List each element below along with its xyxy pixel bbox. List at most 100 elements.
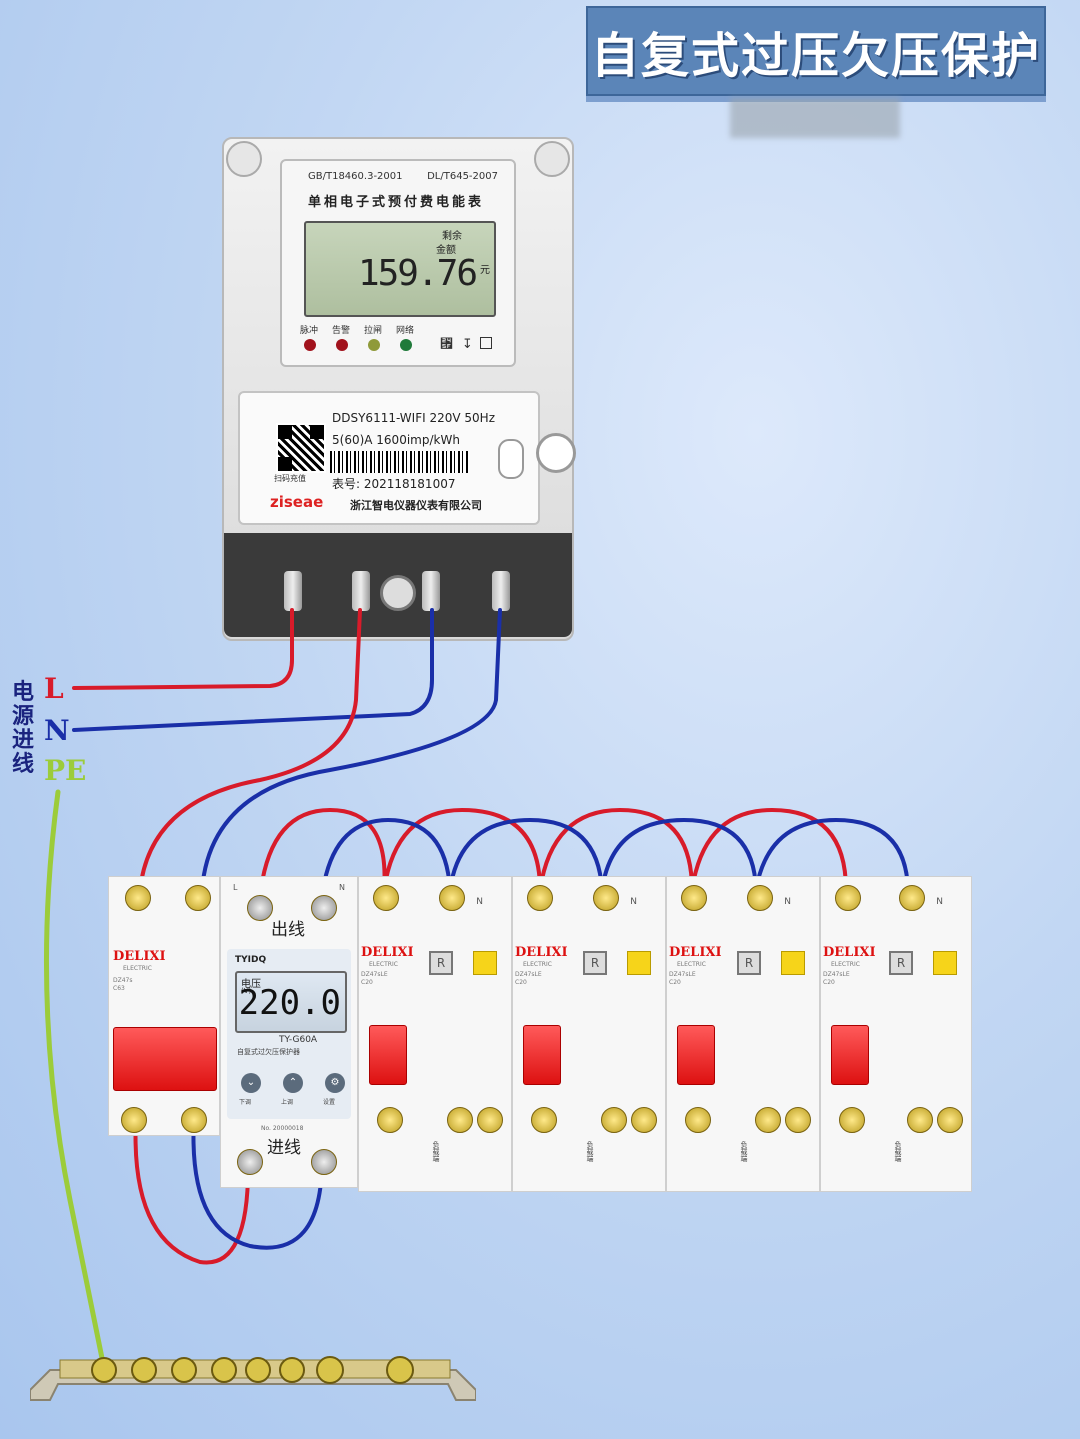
up-button[interactable]: ⌃: [283, 1073, 303, 1093]
led-label-trip: 拉闸: [364, 326, 383, 336]
meter-lcd: 剩余 金额 159.76 元: [304, 221, 496, 317]
rcbo-test-button[interactable]: R: [889, 951, 913, 975]
terminal-screw-icon: [631, 1107, 657, 1133]
protector-panel: TYIDQ 电压 (V) 220.0 TY-G60A 自复式过欠压保护器 ⌄ ⌃…: [227, 949, 351, 1119]
protector-lcd-unit: (V): [241, 987, 252, 995]
protector-top-n: N: [339, 883, 345, 892]
terminal-screw-icon: [593, 885, 619, 911]
network-led-icon: [400, 339, 412, 351]
meter-nameplate: 扫码充值 DDSY6111-WIFI 220V 50Hz 5(60)A 1600…: [238, 391, 540, 525]
barcode-icon: [330, 451, 470, 473]
rcbo-indicator: [781, 951, 805, 975]
meter-neutral-out-wire: [200, 608, 502, 892]
rcbo-model: DZ47sLE: [669, 971, 696, 978]
rcbo-lever[interactable]: [523, 1025, 561, 1085]
rcbo-test-button[interactable]: R: [737, 951, 761, 975]
terminal-screw-icon: [477, 1107, 503, 1133]
protector-desc: 自复式过欠压保护器: [237, 1048, 300, 1056]
led-label-network: 网络: [396, 326, 415, 336]
protector-brand: TYIDQ: [235, 955, 267, 965]
rcbo-sub: ELECTRIC: [523, 961, 552, 968]
title-banner: 自复式过压欠压保护: [586, 6, 1046, 96]
label-char: 线: [12, 751, 35, 777]
terminal-screw-icon: [937, 1107, 963, 1133]
seal-screw-icon: [380, 575, 416, 611]
protector-reading: 220.0: [238, 983, 341, 1023]
terminal-screw-icon: [747, 885, 773, 911]
meter-face: GB/T18460.3-2001 DL/T645-2007 单相电子式预付费电能…: [280, 159, 516, 367]
protector-top-l: L: [233, 883, 238, 892]
lcd-label-remaining: 剩余: [442, 231, 462, 242]
terminal-screw-icon: [531, 1107, 557, 1133]
rcbo-indicator: [933, 951, 957, 975]
terminal-screw-icon: [237, 1149, 263, 1175]
terminal-screw-icon: [839, 1107, 865, 1133]
main-to-protector-neutral: [191, 1116, 324, 1250]
terminal-screw-icon: [681, 885, 707, 911]
settings-button[interactable]: ⚙: [325, 1073, 345, 1093]
main-breaker-brand: DELIXI: [113, 949, 166, 964]
led-label-pulse: 脉冲: [300, 326, 319, 336]
rcbo-model: DZ47sLE: [361, 971, 388, 978]
meter-current: 5(60)A 1600imp/kWh: [332, 433, 460, 447]
rcbo-load-label: 负载端: [432, 1141, 440, 1162]
rcbo-test-button[interactable]: R: [583, 951, 607, 975]
key-icon: ⑟: [440, 337, 453, 352]
meter-brand: ziseae: [270, 493, 324, 511]
rcbo-lever[interactable]: [831, 1025, 869, 1085]
terminal-screw-icon: [121, 1107, 147, 1133]
meter-company: 浙江智电仪器仪表有限公司: [350, 499, 482, 512]
earth-label: PE: [44, 754, 87, 787]
rcbo-load-label: 负载端: [894, 1141, 902, 1162]
card-icon: [480, 337, 492, 349]
rcbo-sub: ELECTRIC: [831, 961, 860, 968]
rcbo-brand: DELIXI: [361, 945, 414, 960]
terminal-screw-icon: [352, 571, 370, 611]
rcbo-rating: C20: [515, 979, 527, 986]
down-label: 下调: [239, 1099, 252, 1106]
rcbo-lever[interactable]: [677, 1025, 715, 1085]
reset-button[interactable]: [498, 439, 524, 479]
rcbo-load-label: 负载端: [740, 1141, 748, 1162]
electricity-meter: GB/T18460.3-2001 DL/T645-2007 单相电子式预付费电能…: [222, 137, 576, 641]
rcbo-test-button[interactable]: R: [429, 951, 453, 975]
down-button[interactable]: ⌄: [241, 1073, 261, 1093]
protector-lcd: 电压 (V) 220.0: [235, 971, 347, 1033]
terminal-screw-icon: [185, 885, 211, 911]
earth-busbar: [30, 1356, 476, 1401]
incoming-neutral-wire: [72, 608, 434, 732]
rcbo-brand: DELIXI: [823, 945, 876, 960]
rcbo-lever[interactable]: [369, 1025, 407, 1085]
terminal-screw-icon: [899, 885, 925, 911]
meter-name: 单相电子式预付费电能表: [308, 195, 485, 210]
voltage-protector: L N 出线 TYIDQ 电压 (V) 220.0 TY-G60A 自复式过欠压…: [220, 876, 358, 1188]
terminal-screw-icon: [755, 1107, 781, 1133]
live-label: L: [44, 672, 64, 705]
led-label-alarm: 告警: [332, 326, 351, 336]
rcbo-n-label: N: [630, 897, 637, 907]
meter-unit: 元: [480, 265, 490, 276]
pulse-led-icon: [304, 339, 316, 351]
terminal-screw-icon: [835, 885, 861, 911]
incoming-vertical-label: 电 源 进 线: [12, 680, 36, 776]
banner-shadow: [730, 98, 900, 138]
alarm-led-icon: [336, 339, 348, 351]
terminal-screw-icon: [247, 895, 273, 921]
main-breaker-lever[interactable]: [113, 1027, 217, 1091]
neutral-label: N: [44, 714, 70, 747]
incoming-live-wire: [72, 608, 294, 690]
scan-label: 扫码充值: [274, 474, 306, 483]
main-breaker-sub: ELECTRIC: [123, 965, 152, 972]
protector-serial: No. 20000018: [261, 1125, 304, 1132]
meter-live-out-wire: [138, 608, 362, 892]
page-title: 自复式过压欠压保护: [590, 28, 1041, 84]
protector-model: TY-G60A: [279, 1035, 318, 1045]
main-to-protector-live: [133, 1116, 251, 1265]
terminal-screw-icon: [377, 1107, 403, 1133]
rcbo-rating: C20: [823, 979, 835, 986]
rcbo-n-label: N: [476, 897, 483, 907]
rcbo-sub: ELECTRIC: [369, 961, 398, 968]
terminal-screw-icon: [311, 895, 337, 921]
settings-label: 设置: [323, 1099, 336, 1106]
